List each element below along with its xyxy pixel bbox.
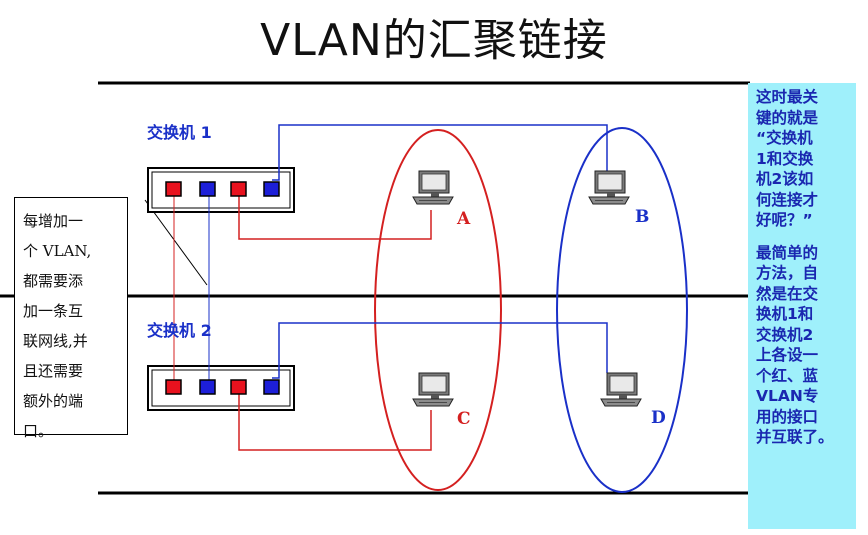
side-panel-line: 这时最关 [756,88,819,106]
side-panel-line: VLAN专 [756,387,819,405]
side-panel-line: 用的接口 [756,407,819,426]
computer-c-icon [412,372,454,407]
computer-b-label: B [635,207,649,227]
note-line: 额外的端 [23,392,84,410]
side-panel-line: 方法，自 [756,264,819,282]
switch-2-port-1 [165,379,182,395]
note-line: 且还需要 [23,362,84,380]
switch-2-port-3 [230,379,247,395]
blue-vlan-ellipse [556,127,688,493]
note-box: 每增加一 个 VLAN, 都需要添 加一条互 联网线,并 且还需要 额外的端 口… [14,197,128,440]
side-panel-line: 换机1和 [756,305,814,323]
side-panel: 这时最关 键的就是 “交换机 1和交换 机2该如 何连接才 好呢？” 最简单的 … [748,83,856,529]
link-sw2-c [238,394,432,451]
switch-1-label: 交换机 1 [147,123,212,142]
side-panel-line: 最简单的 [756,243,819,262]
computer-d-label: D [651,408,666,428]
side-panel-line: 上各设一 [756,346,819,364]
side-panel-line: 交换机2 [756,325,814,344]
computer-b-icon [588,170,630,205]
note-pointer-line [144,199,208,286]
side-panel-line: 键的就是 [756,108,819,127]
switch-1-port-2 [199,181,216,197]
side-panel-line: 何连接才 [756,190,819,209]
side-panel-line: 个红、蓝 [756,366,819,385]
side-panel-line: 好呢？” [756,211,813,229]
note-line: 个 VLAN, [23,242,92,260]
note-line: 口。 [23,422,54,440]
note-line: 加一条互 [23,302,84,320]
side-panel-line: “交换机 [756,129,813,147]
side-panel-line: 然是在交 [756,284,819,303]
note-line: 都需要添 [23,272,84,290]
computer-a-label: A [456,209,471,229]
link-sw1-b [272,124,608,181]
link-sw2-d [272,322,608,379]
switch-2-label: 交换机 2 [147,321,212,340]
computer-d-icon [600,372,642,407]
computer-c-label: C [457,409,471,429]
link-sw1-a [238,196,432,240]
switch-2-port-2 [199,379,216,395]
switch-2-port-4 [263,379,280,395]
side-panel-line: 并互联了。 [756,428,834,446]
side-panel-line: 1和交换 [756,149,814,168]
note-line: 联网线,并 [23,332,88,350]
note-line: 每增加一 [23,212,84,230]
switch-1-port-4 [263,181,280,197]
side-panel-line: 机2该如 [756,170,814,188]
page-title: VLAN的汇聚链接 [260,15,608,66]
switch-1-port-1 [165,181,182,197]
red-vlan-ellipse [374,129,502,491]
computer-a-icon [412,170,454,205]
switch-1-port-3 [230,181,247,197]
